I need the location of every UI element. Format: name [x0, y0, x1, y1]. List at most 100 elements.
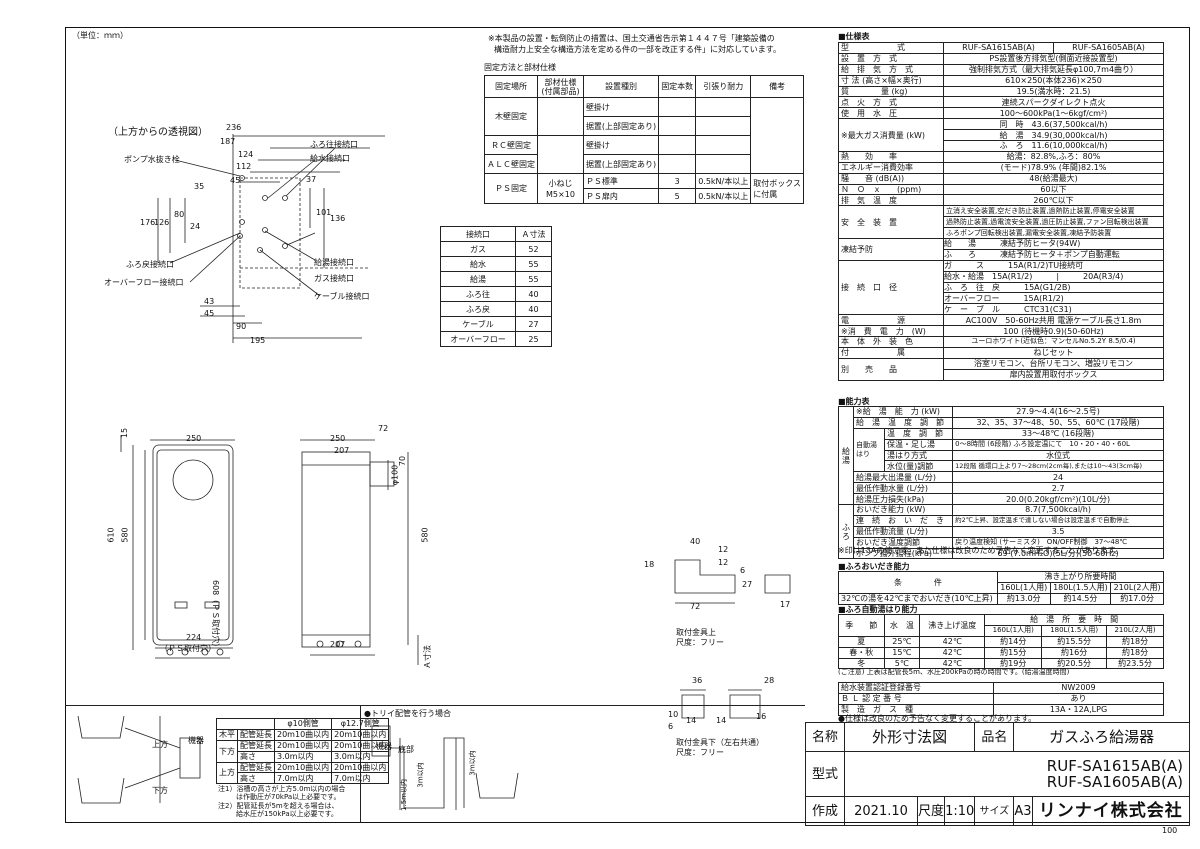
spec-gas-val: 43.6(37,500kcal/h): [1031, 119, 1108, 129]
af-cell: 約15分: [984, 646, 1043, 659]
side-dim-72: 72: [378, 424, 389, 433]
label-overflow: オーバーフロー接続口: [104, 278, 184, 287]
tb-name-label: 名称: [804, 722, 846, 752]
bb-6: 6: [668, 722, 674, 731]
perf-title: ■能力表: [838, 397, 870, 406]
front-dim-610: 610: [106, 527, 116, 543]
spec-value: 610×250(本体236)×250: [943, 74, 1164, 87]
af-cell: 42℃: [919, 635, 986, 648]
fix-h-remark: 備考: [750, 75, 804, 98]
fix-h-part: 部材仕様(付属部品): [537, 75, 584, 98]
perf-label: 水位(量)調節: [883, 460, 954, 473]
pipe-cell: 3.0m以内: [273, 750, 333, 763]
perf-note: ※印は13Aの値です。また仕様は改良のため予告なく変更することがあります。: [838, 546, 1123, 555]
tb-size-label: サイズ: [974, 796, 1015, 826]
pipe-cell: 配管延長: [237, 739, 275, 752]
pipe-cell: 高さ: [237, 750, 275, 763]
spec-value: ユーロホワイト(近似色：マンセルNo.5.2Y 8.5/0.4): [943, 336, 1164, 348]
fix-ps: ＰＳ固定: [484, 173, 538, 204]
fix-blank: [695, 116, 752, 136]
fix-wood: 木壁固定: [484, 97, 538, 136]
bb-28: 28: [764, 676, 775, 685]
perf-table: 給湯※給 湯 能 力 (kW)27.9〜4.4(16〜2.5号) 給 湯 温 度…: [838, 405, 1164, 560]
bracket-bottom-drawing: [680, 689, 762, 719]
fix-screw: 小ねじ: [548, 178, 573, 188]
spec-conn-sub: オーバーフロー: [944, 293, 1000, 303]
dim-176: 176: [140, 218, 156, 227]
trap-bottom: 底部: [398, 745, 414, 754]
bt-40: 40: [690, 537, 701, 546]
spec-value: 48(給湯最大): [943, 172, 1164, 185]
spec-label: 設 置 方 式: [838, 52, 944, 65]
perf-value: 20.0(0.20kgf/cm²)(10L/分): [952, 493, 1164, 506]
pipe-h: φ10側管: [273, 718, 333, 730]
spec-value: 19.5(満水時：21.5): [943, 85, 1164, 98]
dim-37: 37: [306, 175, 317, 184]
spec-label: 付 属: [838, 346, 944, 359]
af-cell: 約14分: [984, 635, 1043, 648]
perf-value: 33〜48℃ (16段階): [952, 427, 1164, 440]
perf-value: 69 (7.0mH₂O)(5L/分)(50-60Hz): [952, 547, 1164, 560]
label-water-in: 給水接続口: [310, 154, 350, 163]
spec-sold-1: 浴室リモコン、台所リモコン、増設リモコン: [943, 357, 1164, 370]
top-view-drawing: [157, 134, 385, 343]
fix-h-count: 固定本数: [658, 75, 697, 98]
af-cell: 約18分: [1106, 646, 1164, 659]
fix-h-kind: 設置種別: [582, 75, 660, 98]
pipe-note-1b: は作動圧が70kPa以上必要です。: [236, 793, 341, 801]
dim-80: 80: [174, 210, 185, 219]
fix-ps-std: ＰＳ標準: [582, 173, 660, 189]
top-note-2: 構造耐力上安全な構造方法を定める件の一部を改正する件」に対応しています。: [494, 45, 781, 54]
spec-value: 強制排気方式（最大排気延長φ100,7m4曲り）: [943, 63, 1164, 76]
bb-16: 16: [756, 712, 767, 721]
piping-divider-v: [360, 705, 361, 823]
perf-auto-label: 自動湯はり: [853, 427, 885, 473]
trap-drawing: [371, 725, 519, 810]
pipe-cell: 20m10曲以内: [273, 761, 333, 774]
spec-model-1: RUF-SA1615AB(A): [943, 42, 1054, 54]
fix-remark-2: に付属: [753, 189, 778, 199]
spec-label: ※消 費 電 力 (W): [838, 325, 944, 338]
fix-n5: 5: [658, 188, 697, 204]
cert-label: 給水装置認証登録番号: [838, 682, 994, 694]
tb-scale: 1:10: [944, 796, 976, 826]
perf-label: おいだき温度調節: [852, 536, 954, 549]
label-gas: ガス接続口: [314, 274, 354, 283]
pipe-cell: 配管延長: [237, 761, 275, 774]
af-cell: 25℃: [883, 635, 921, 648]
front-dim-224: 224: [186, 633, 202, 642]
bt-17: 17: [780, 600, 791, 609]
fix-screw-size: M5×10: [546, 189, 575, 199]
af-cell: 約15.5分: [1041, 635, 1108, 648]
trap-1-5m: 1.5m以内: [399, 779, 408, 811]
spec-safety-3: ふろポンプ回転検出装置,漏電安全装置,凍結予防装置: [943, 227, 1164, 240]
perf-value: 24: [952, 471, 1164, 484]
side-dim-a: Ａ寸法: [423, 645, 432, 669]
spec-conn-val: 15A(G1/2B): [1024, 283, 1071, 293]
spec-label: 本 体 外 装 色: [838, 336, 944, 348]
perf-label: 給 湯 温 度 調 節: [852, 416, 954, 429]
perf-label: ※給 湯 能 力 (kW): [852, 406, 954, 418]
conn-row-label: オーバーフロー: [440, 331, 516, 347]
dim-236: 236: [226, 123, 242, 132]
dim-124: 124: [238, 150, 254, 159]
perf-label: おいだき能力 (kW): [852, 504, 954, 516]
spec-conn-sub: 給水・給湯: [944, 272, 984, 282]
trap-3m-a: 3m以内: [416, 762, 425, 788]
perf-label: 最低作動水量 (L/分): [852, 482, 954, 495]
spec-value: 100〜600kPa(1〜6kgf/cm²): [943, 107, 1164, 120]
af-cell: 42℃: [919, 646, 986, 659]
side-dim-250: 250: [330, 434, 346, 443]
spec-label: 騒 音 (dB(A)): [838, 172, 944, 185]
spec-label: エネルギー消費効率: [838, 161, 944, 174]
front-dim-250: 250: [186, 434, 202, 443]
dim-35: 35: [194, 182, 205, 191]
bt-6: 6: [740, 566, 746, 575]
bracket-top-drawing: [674, 559, 791, 604]
spec-conn-sub: ふ ろ 往 戻: [944, 283, 1000, 293]
front-dim-15: 15: [120, 427, 130, 439]
fix-alc: ＡＬＣ壁固定: [484, 154, 538, 174]
reheat-col: 160L(1人用): [996, 581, 1051, 594]
fix-method-table: 固定場所 部材仕様(付属部品) 設置種別 固定本数 引張り耐力 備考 木壁固定壁…: [484, 75, 804, 204]
spec-conn-val: 15A(R1/2)TU接続可: [1008, 261, 1084, 271]
